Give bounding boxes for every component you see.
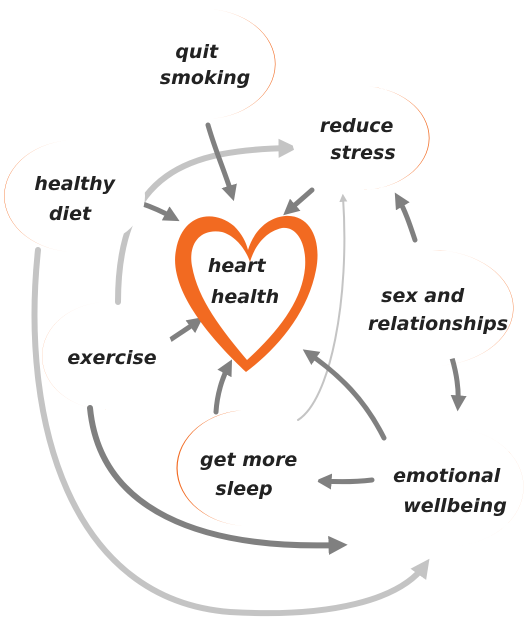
node-heart-health-line1: heart [208, 255, 267, 277]
node-sex-and-relationships: sex and relationships [350, 250, 514, 367]
node-exercise: exercise [42, 302, 174, 410]
arrow-reduce-stress-to-heart [283, 187, 315, 216]
svg-text:quit smoking: quit smoking [160, 41, 250, 89]
arrow-relationships-to-reduce-stress [394, 192, 418, 243]
arrow-healthy-diet-to-emotional-wellbeing [31, 247, 430, 617]
arrow-emotional-wellbeing-to-heart [302, 349, 387, 441]
svg-text:exercise: exercise [67, 347, 156, 369]
node-quit-smoking-line2: smoking [160, 67, 250, 89]
arrow-quit-smoking-to-heart [205, 122, 237, 202]
node-healthy-diet-line1: healthy [34, 173, 116, 195]
node-get-more-sleep: get more sleep [176, 410, 320, 527]
node-reduce-stress-line1: reduce [320, 115, 394, 137]
node-emotional-line1: emotional [393, 465, 501, 487]
heart-icon [175, 215, 318, 372]
arrow-sleep-to-reduce-stress [297, 193, 348, 421]
svg-text:sex and relationships: sex and relationships [368, 285, 508, 335]
arrow-exercise-to-reduce-stress [115, 138, 298, 305]
svg-text:emotional wellbeing: emotional wellbeing [393, 465, 507, 517]
arrow-healthy-diet-to-heart [137, 200, 180, 222]
node-emotional-wellbeing: emotional wellbeing [375, 428, 524, 547]
arrow-relationships-to-emotional-wellbeing [449, 355, 467, 412]
svg-text:healthy diet: healthy diet [34, 173, 121, 225]
node-reduce-stress: reduce stress [292, 86, 430, 191]
node-quit-smoking-line1: quit [175, 41, 219, 63]
node-healthy-diet: healthy diet [4, 140, 145, 253]
node-emotional-line2: wellbeing [403, 495, 507, 517]
node-reduce-stress-line2: stress [330, 142, 395, 164]
svg-text:heart health: heart health [208, 255, 279, 308]
svg-text:reduce stress: reduce stress [320, 115, 400, 164]
arrow-exercise-to-heart [167, 317, 204, 343]
node-heart-health: heart health [175, 215, 318, 372]
node-heart-health-line2: health [211, 286, 279, 308]
arrow-sleep-to-heart [213, 359, 233, 415]
node-relationships-line2: relationships [368, 313, 508, 335]
node-quit-smoking: quit smoking [134, 9, 276, 120]
node-exercise-line1: exercise [67, 347, 156, 369]
node-healthy-diet-line2: diet [49, 203, 92, 225]
node-sleep-line1: get more [200, 449, 297, 471]
node-relationships-line1: sex and [381, 285, 464, 307]
svg-text:get more sleep: get more sleep [200, 449, 304, 500]
arrow-emotional-wellbeing-to-sleep [315, 473, 375, 490]
arrow-exercise-to-emotional-wellbeing [87, 405, 348, 556]
node-sleep-line2: sleep [215, 478, 272, 500]
